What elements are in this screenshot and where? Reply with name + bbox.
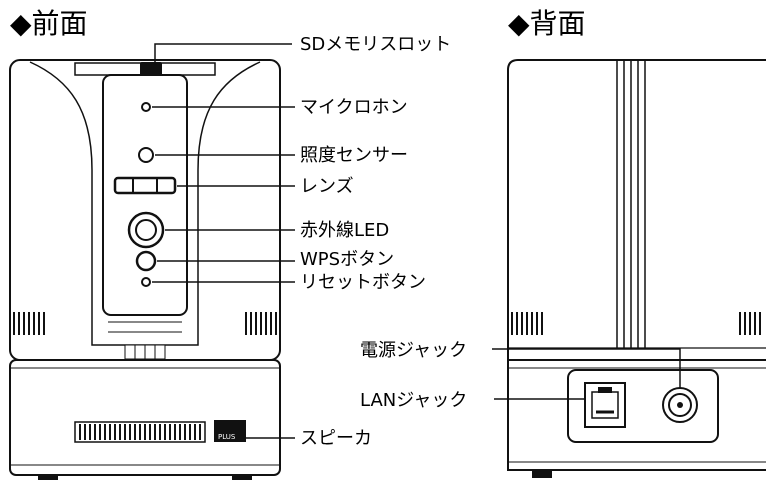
right-grille: [245, 312, 277, 335]
label-sd-slot: SDメモリスロット: [300, 34, 451, 55]
back-body: [507, 59, 766, 361]
lan-jack: [584, 382, 626, 428]
back-view: ◆背面: [360, 7, 766, 478]
badge-text: PLUS: [218, 433, 236, 441]
label-ir-led: 赤外線LED: [300, 220, 389, 241]
wps-button: [135, 250, 157, 272]
microphone-hole: [141, 102, 151, 112]
back-left-grille: [511, 312, 543, 335]
light-sensor: [138, 147, 154, 163]
front-title: ◆前面: [10, 7, 88, 40]
label-lens: レンズ: [300, 176, 354, 197]
brand-badge: [214, 420, 246, 442]
front-base: [9, 359, 281, 476]
back-callout-lines: [492, 348, 681, 400]
power-jack: [662, 387, 698, 423]
label-wps-button: WPSボタン: [300, 249, 394, 270]
label-lan-jack: LANジャック: [360, 390, 467, 411]
label-light-sensor: 照度センサー: [300, 145, 408, 166]
label-speaker: スピーカ: [300, 428, 372, 449]
left-grille: [13, 312, 45, 335]
front-callout-lines: [152, 43, 295, 439]
front-view: ◆前面: [9, 7, 451, 480]
label-reset-button: リセットボタン: [300, 272, 426, 293]
back-ridges: [616, 60, 646, 348]
lens: [113, 176, 177, 195]
sd-slot: [140, 62, 162, 76]
label-power-jack: 電源ジャック: [360, 340, 467, 361]
reset-button: [141, 277, 151, 287]
speaker-grille: [74, 421, 206, 443]
back-title: ◆背面: [508, 7, 586, 40]
back-right-grille: [739, 312, 761, 335]
label-microphone: マイクロホン: [300, 97, 408, 118]
